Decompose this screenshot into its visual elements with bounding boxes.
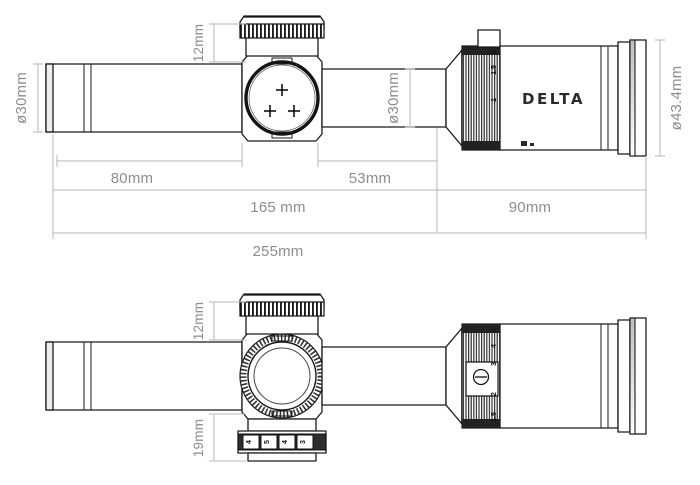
dim-ocular-tube-diameter: ø30mm [385, 68, 415, 128]
dim-label-eyepiece-diameter: ø43.4mm [668, 66, 685, 131]
rail-label-3: 3 [300, 440, 307, 444]
rail-label-1: 5 [264, 440, 271, 444]
plus-mark-left [264, 105, 276, 117]
dim-mid-length: 53mm [317, 155, 438, 187]
turret-cap-knurling [239, 23, 325, 39]
magnification-ring [461, 29, 501, 151]
mag-bottom-label-5: 5 [491, 328, 498, 332]
elevation-turret-bottom [239, 293, 325, 335]
dim-label-body-length: 165 mm [250, 199, 305, 216]
turret-saddle [241, 54, 323, 142]
dim-turret-height-top: 12mm [191, 23, 246, 63]
ocular-tube [321, 68, 447, 128]
eyepiece-bell [617, 39, 647, 157]
parallax-dial-knurling [240, 334, 324, 418]
rail-label-2: 4 [282, 440, 289, 444]
dim-label-rail-height: 19mm [191, 419, 206, 457]
plus-mark-top [276, 84, 288, 96]
dim-label-turret-height-top: 12mm [191, 24, 206, 62]
extension-lines-top [52, 128, 647, 232]
dim-body-length: 165 mm [52, 185, 438, 216]
dim-objective-length: 80mm [56, 155, 243, 187]
windage-dial [244, 60, 320, 136]
bottom-rail-plate: 4 5 4 3 [237, 418, 327, 462]
mag-bottom-label-2: 2 [491, 392, 498, 396]
dim-label-objective-length: 80mm [111, 170, 153, 187]
dim-rail-height: 19mm [191, 413, 246, 462]
rail-segments [242, 434, 314, 450]
mag-label-5: 5 [491, 50, 498, 54]
eyepiece-body-bottom [499, 323, 619, 429]
eyepiece-body: DELTA [499, 45, 619, 151]
top-view-group: 5 1.5 1 DELTA ø30mm [13, 15, 685, 260]
elevation-turret [239, 15, 325, 57]
dim-label-eyepiece-length: 90mm [509, 199, 551, 216]
bottom-view-group: 4 5 4 3 [45, 293, 647, 462]
dim-label-total-length: 255mm [252, 243, 303, 260]
throw-lever-recess [465, 361, 499, 397]
mag-bottom-label-4: 4 [491, 344, 498, 348]
dim-total-length: 255mm [52, 228, 647, 260]
objective-tube-bottom [45, 341, 243, 411]
plus-mark-right [288, 105, 300, 117]
mag-label-1_5: 1.5 [491, 65, 498, 75]
eyepiece-bell-bottom [617, 317, 647, 435]
magnification-transition-bottom [445, 327, 463, 425]
turret-plus-marks [264, 84, 300, 117]
dim-label-turret-height-bottom: 12mm [191, 302, 206, 340]
dim-label-ocular-tube-diameter: ø30mm [385, 72, 402, 124]
magnification-transition [445, 49, 463, 147]
dim-eyepiece-length: 90mm [437, 185, 647, 216]
mag-bottom-label-3: 3 [491, 362, 498, 366]
rail-label-0: 4 [246, 440, 253, 444]
brand-logo: DELTA [522, 90, 585, 108]
magnification-ring-bottom [461, 323, 501, 429]
dim-objective-diameter: ø30mm [13, 63, 43, 133]
dim-eyepiece-diameter: ø43.4mm [655, 39, 685, 157]
dim-turret-height-bottom: 12mm [191, 301, 246, 341]
turret-cap-knurling-bottom [239, 301, 325, 317]
mag-bottom-label-1_5: 1.5 [491, 412, 498, 422]
dim-label-objective-diameter: ø30mm [13, 72, 30, 124]
turret-saddle-bottom [239, 332, 325, 420]
objective-tube [45, 63, 243, 133]
dim-label-mid-length: 53mm [349, 170, 391, 187]
mag-label-1: 1 [491, 98, 498, 102]
ocular-tube-bottom [321, 346, 447, 406]
